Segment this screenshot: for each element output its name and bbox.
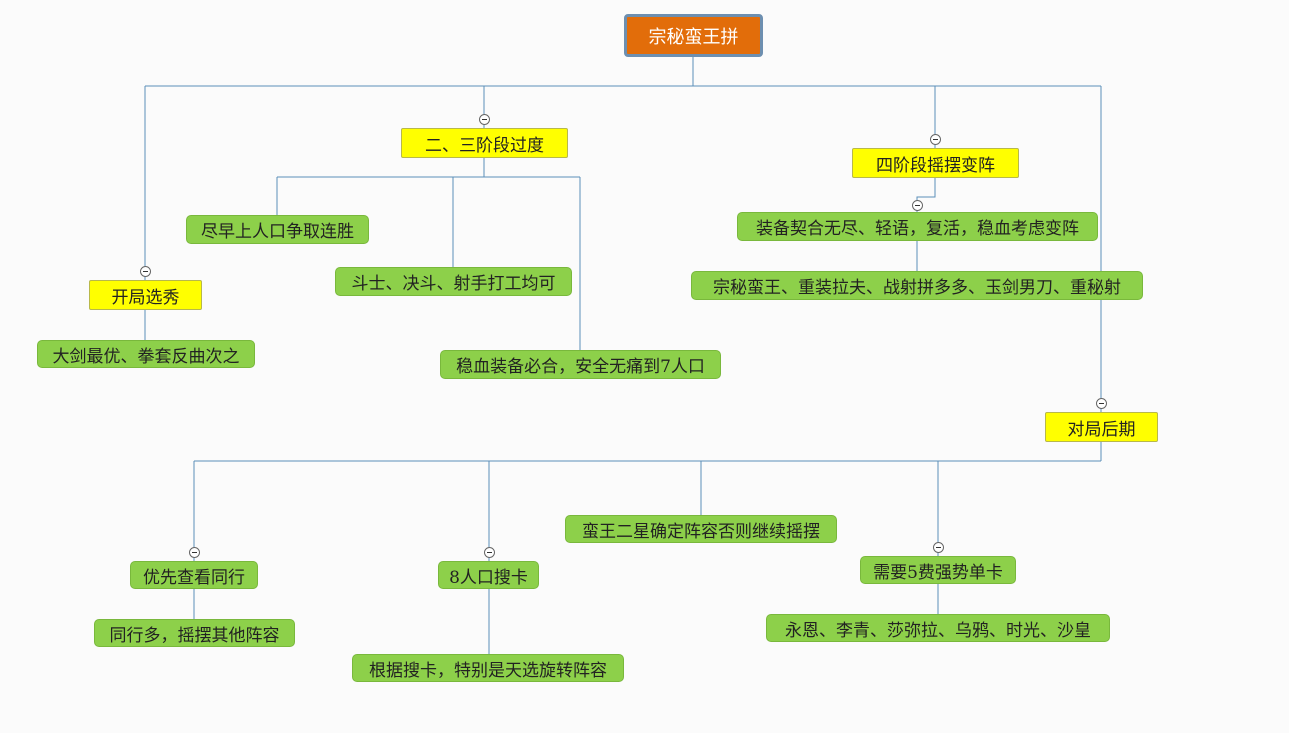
leaf-late-level8[interactable]: 8人口搜卡: [438, 561, 539, 589]
leaf-late-priority-child[interactable]: 同行多，摇摆其他阵容: [94, 619, 295, 647]
leaf-stage23-1[interactable]: 尽早上人口争取连胜: [186, 215, 369, 244]
collapse-priority-icon[interactable]: [189, 547, 200, 558]
topic-opening[interactable]: 开局选秀: [89, 280, 202, 310]
collapse-stage23-icon[interactable]: [479, 114, 490, 125]
collapse-late-icon[interactable]: [1096, 398, 1107, 409]
leaf-opening-1[interactable]: 大剑最优、拳套反曲次之: [37, 340, 255, 368]
leaf-stage4-subchild[interactable]: 宗秘蛮王、重装拉夫、战射拼多多、玉剑男刀、重秘射: [691, 271, 1143, 300]
leaf-late-barbarian[interactable]: 蛮王二星确定阵容否则继续摇摆: [565, 515, 837, 543]
collapse-level8-icon[interactable]: [484, 547, 495, 558]
leaf-late-carry-child[interactable]: 永恩、李青、莎弥拉、乌鸦、时光、沙皇: [766, 614, 1110, 642]
leaf-stage23-3[interactable]: 稳血装备必合，安全无痛到7人口: [440, 350, 721, 379]
leaf-late-level8-child[interactable]: 根据搜卡，特别是天选旋转阵容: [352, 654, 624, 682]
topic-late[interactable]: 对局后期: [1045, 412, 1158, 442]
leaf-late-carry[interactable]: 需要5费强势单卡: [860, 556, 1016, 584]
topic-stage4[interactable]: 四阶段摇摆变阵: [852, 148, 1019, 178]
collapse-carry-icon[interactable]: [933, 542, 944, 553]
leaf-stage4-sub[interactable]: 装备契合无尽、轻语，复活，稳血考虑变阵: [737, 212, 1098, 241]
topic-stage23[interactable]: 二、三阶段过度: [401, 128, 568, 158]
leaf-stage23-2[interactable]: 斗士、决斗、射手打工均可: [335, 267, 572, 296]
root-topic[interactable]: 宗秘蛮王拼: [624, 14, 763, 57]
collapse-opening-icon[interactable]: [140, 266, 151, 277]
leaf-late-priority[interactable]: 优先查看同行: [130, 561, 258, 589]
collapse-stage4-icon[interactable]: [930, 134, 941, 145]
collapse-stage4-sub-icon[interactable]: [912, 200, 923, 211]
